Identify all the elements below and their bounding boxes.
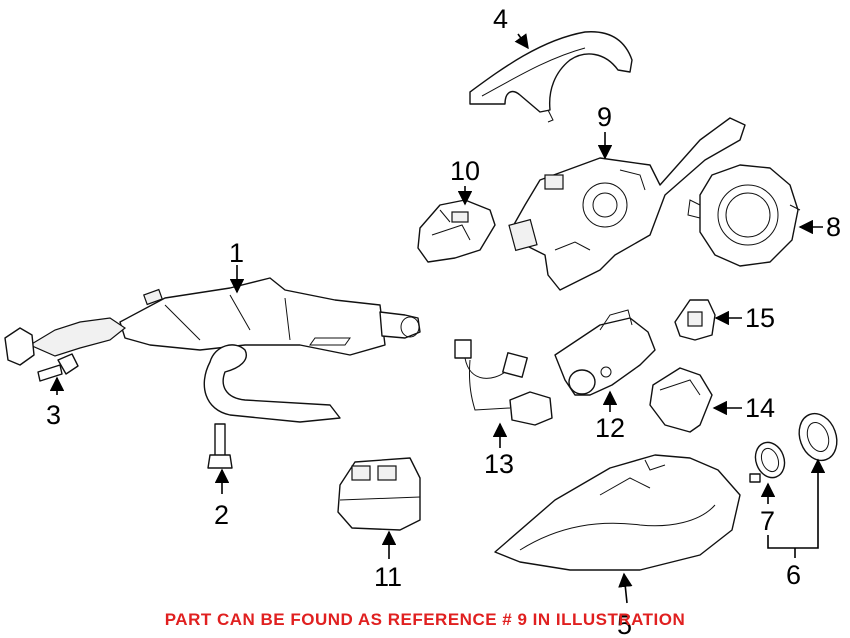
- callout-2: 2: [214, 500, 229, 530]
- part-12-ignition-lock: [554, 309, 656, 396]
- part-13-wire-harness: [454, 339, 553, 426]
- callout-12: 12: [595, 413, 625, 443]
- callout-3: 3: [46, 400, 61, 430]
- part-1-steering-column: [4, 277, 421, 423]
- leader-lines: [49, 33, 826, 604]
- callout-4: 4: [493, 4, 508, 34]
- part-4-upper-shroud: [469, 31, 633, 123]
- callout-8: 8: [826, 212, 841, 242]
- reference-note: PART CAN BE FOUND AS REFERENCE # 9 IN IL…: [164, 610, 686, 629]
- part-3-bolt: [37, 353, 79, 382]
- callout-10: 10: [450, 156, 480, 186]
- callout-13: 13: [484, 449, 514, 479]
- callout-15: 15: [745, 303, 775, 333]
- part-11-switch: [337, 457, 421, 531]
- callout-7: 7: [760, 506, 775, 536]
- part-7-ring: [749, 441, 786, 483]
- part-8-clock-spring: [687, 164, 801, 267]
- part-6-trim-ring: [798, 412, 838, 462]
- callout-11: 11: [374, 562, 402, 592]
- callout-6: 6: [786, 560, 801, 590]
- callout-labels: 4 9 10 8 1 15 3 12 14 13 2 7 11 6 5: [46, 4, 841, 638]
- callout-9: 9: [597, 102, 612, 132]
- part-2-bolt: [207, 423, 233, 469]
- part-15-sensor: [674, 299, 716, 341]
- part-14-switch-module: [649, 367, 713, 433]
- part-9-combination-switch: [508, 117, 746, 291]
- callout-1: 1: [229, 238, 244, 268]
- callout-5: 5: [617, 610, 632, 638]
- callout-14: 14: [745, 393, 775, 423]
- part-10-control-module: [417, 199, 496, 263]
- part-5-lower-shroud: [494, 454, 741, 571]
